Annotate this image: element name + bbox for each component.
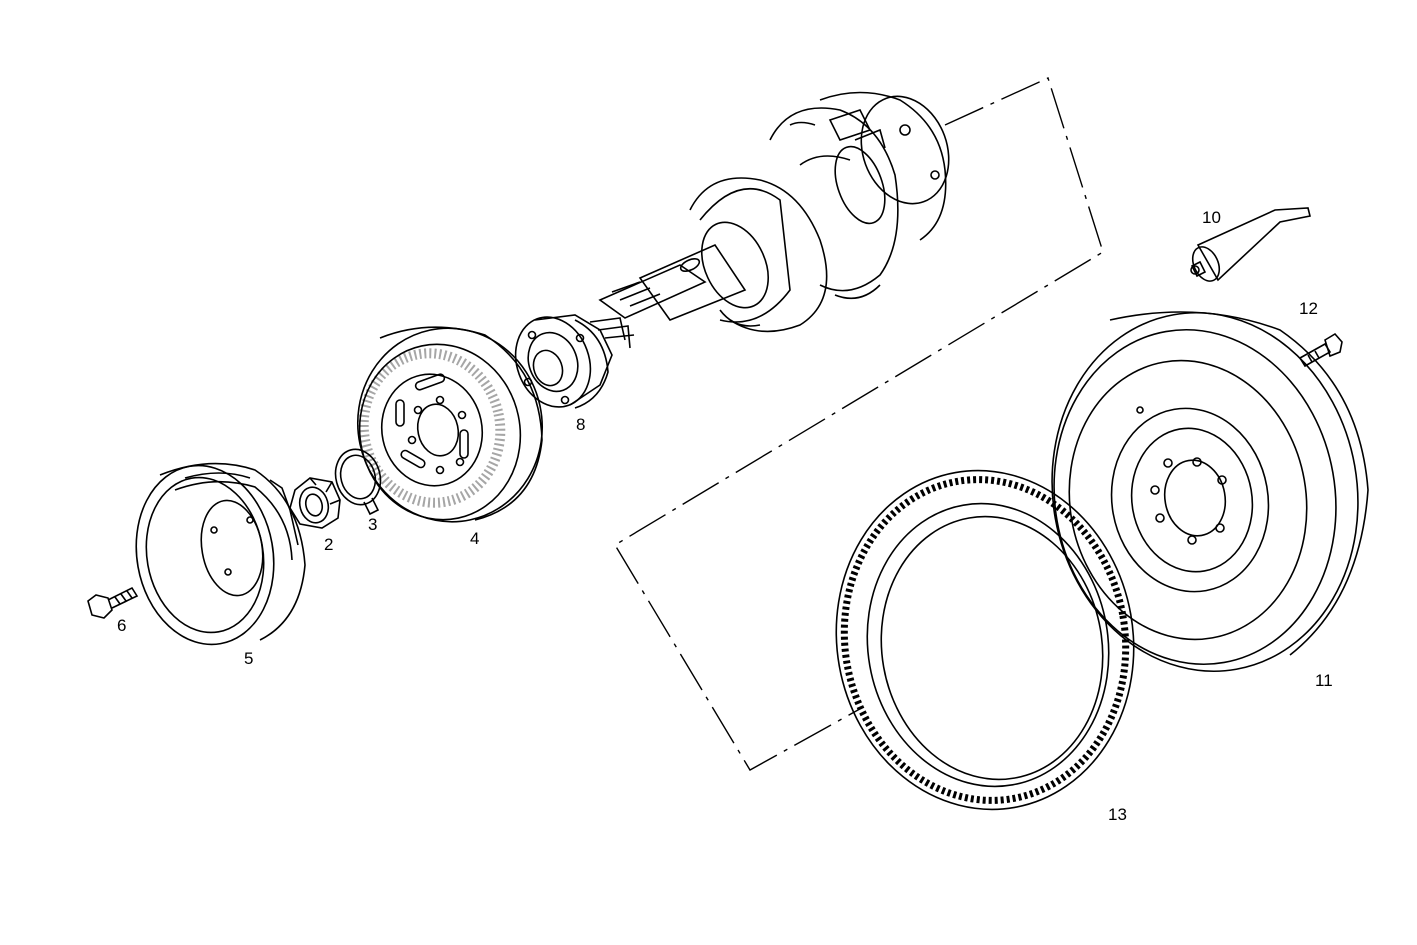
bolt-icon: [1298, 332, 1343, 368]
callout-2: 2: [324, 535, 334, 554]
nut-icon: [289, 477, 341, 529]
flywheel-icon: [1051, 311, 1369, 673]
callout-11: 11: [1315, 671, 1333, 690]
ring-gear-icon: [835, 469, 1135, 811]
callout-13: 13: [1108, 805, 1127, 824]
bolt-icon: [87, 586, 139, 619]
crankshaft-icon: [598, 91, 950, 333]
lock-washer-icon: [334, 448, 382, 516]
callout-4: 4: [470, 529, 480, 548]
callout-10: 10: [1202, 208, 1221, 227]
sealant-tube-icon: [1190, 207, 1311, 282]
gear-icon: [356, 326, 544, 523]
assembly-frame: [614, 77, 1104, 771]
callout-5: 5: [244, 649, 254, 668]
callout-3: 3: [368, 515, 378, 534]
hub-icon: [514, 314, 635, 409]
callout-12: 12: [1299, 299, 1318, 318]
callout-6: 6: [117, 616, 127, 635]
callout-8: 8: [576, 415, 586, 434]
pulley-icon: [135, 462, 306, 646]
